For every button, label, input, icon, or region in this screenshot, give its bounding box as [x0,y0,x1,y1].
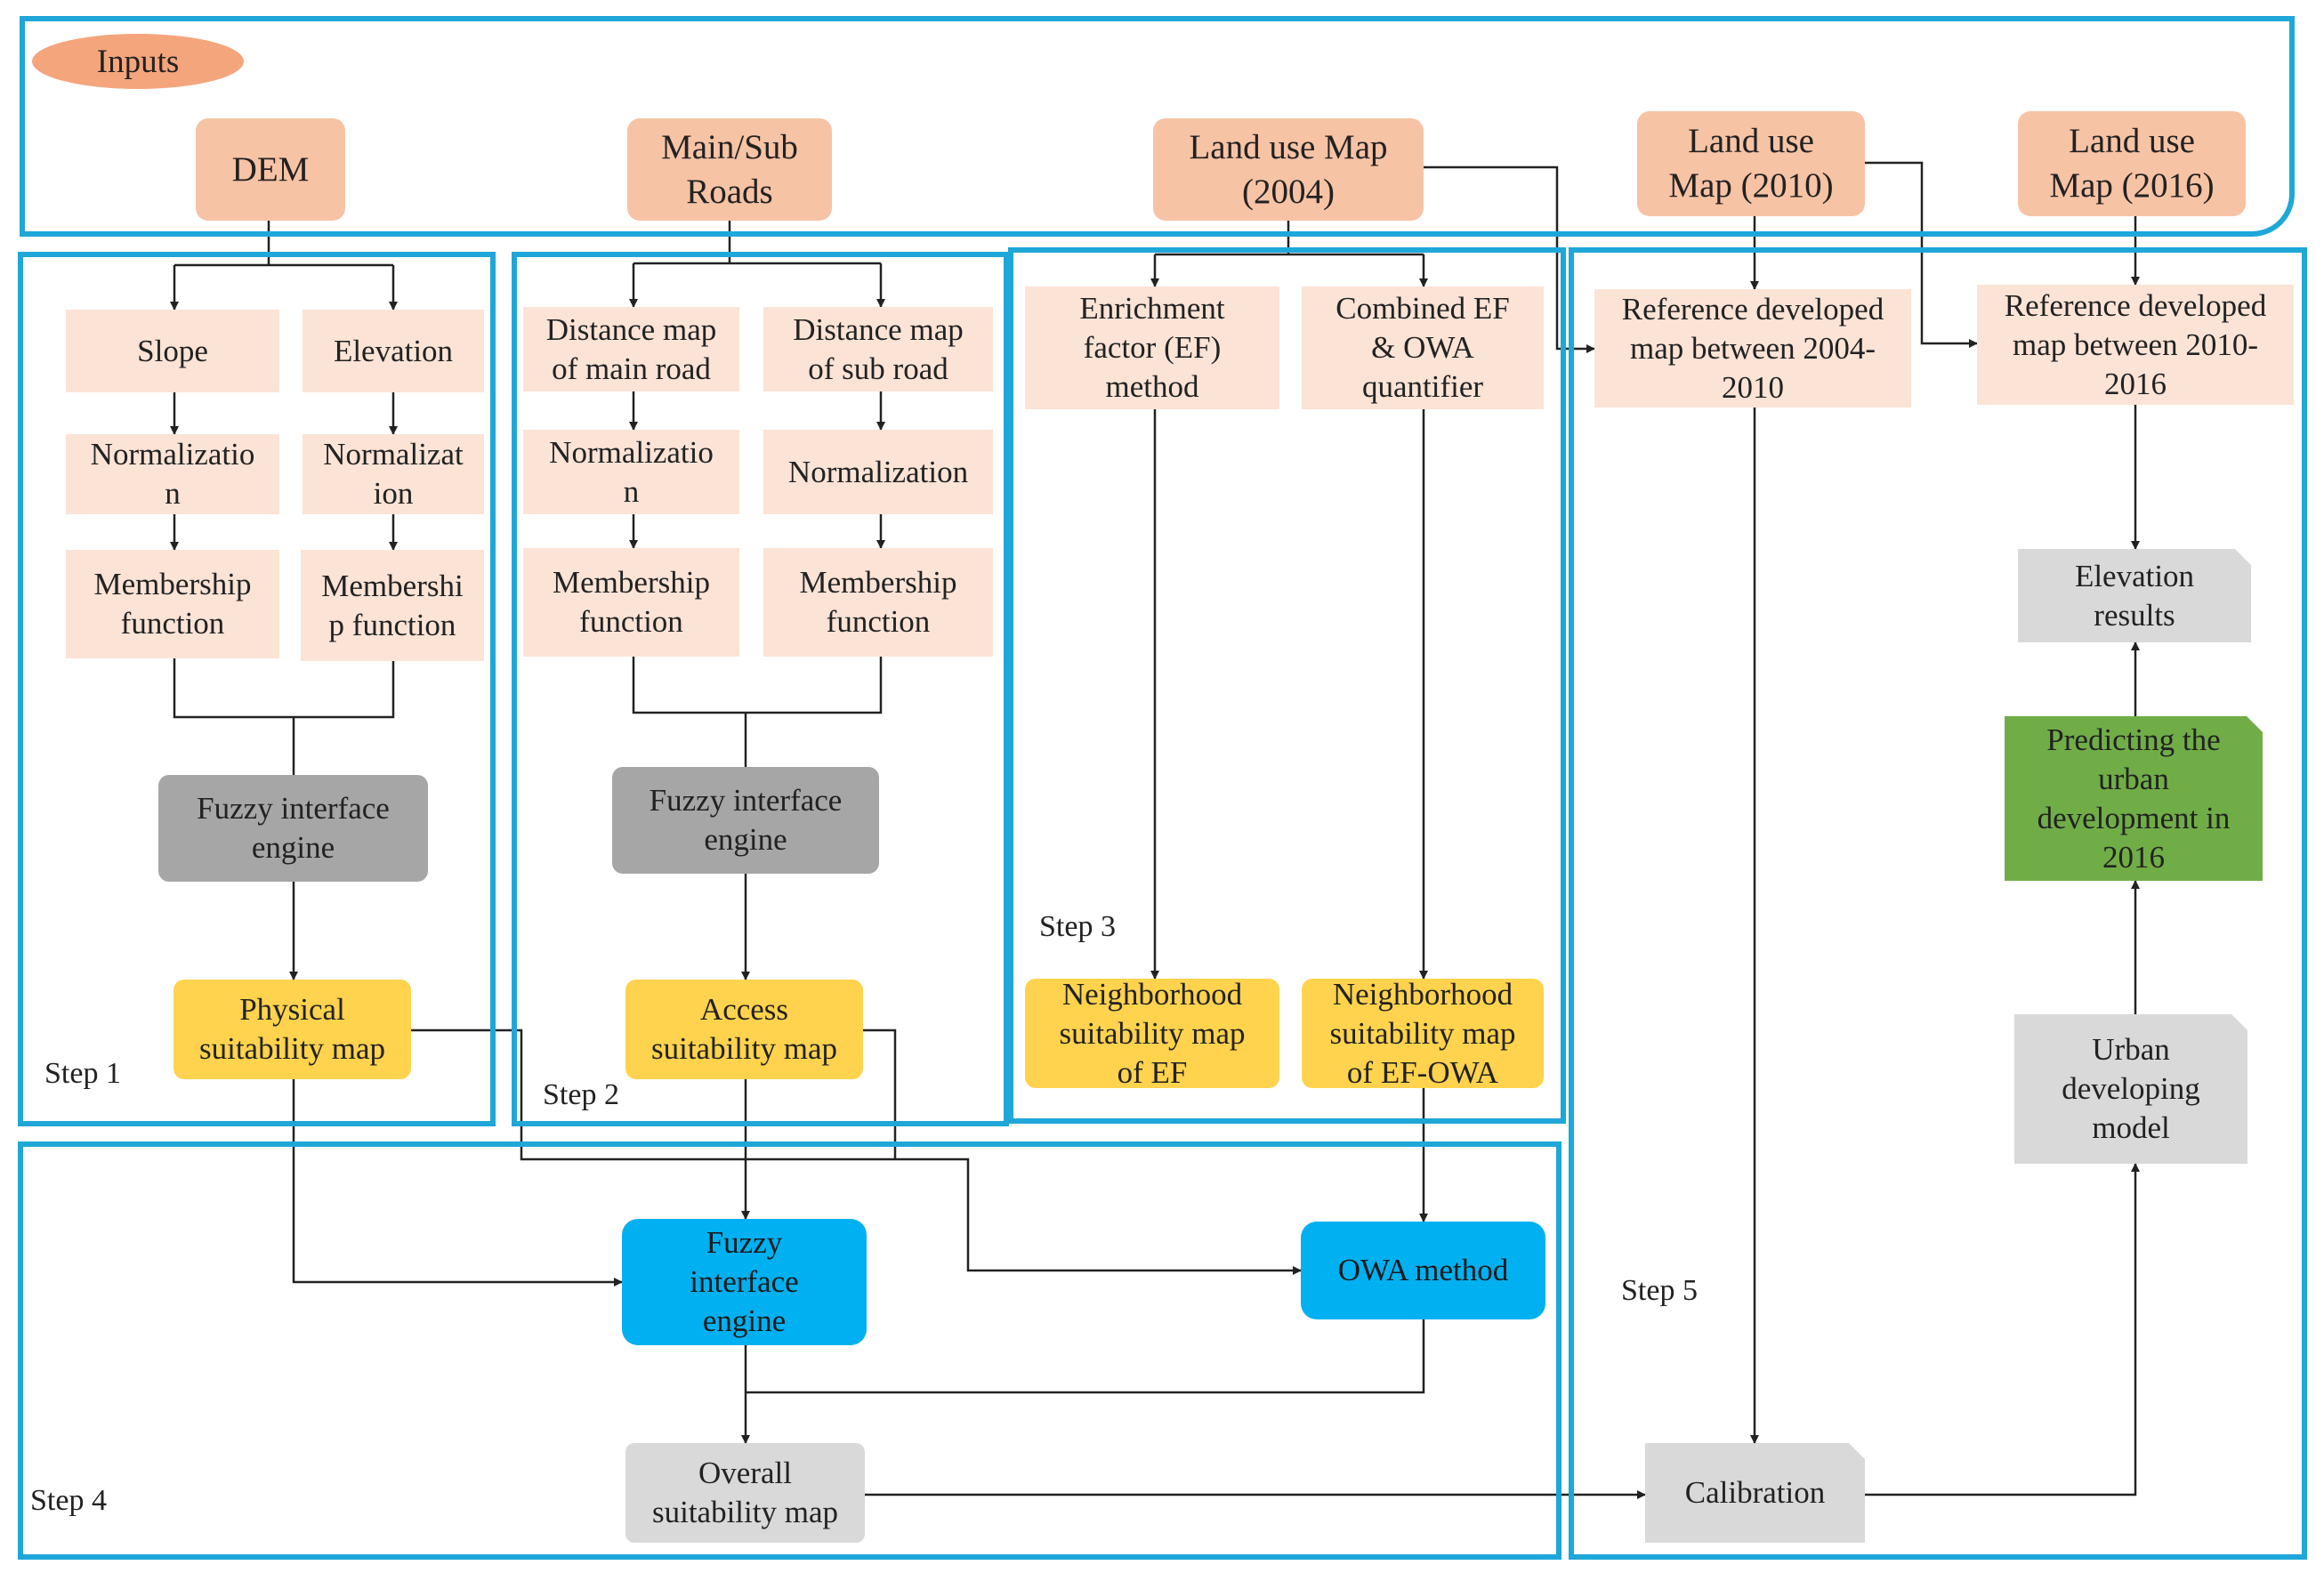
line-access-owa [863,1028,897,1159]
step1-label: Step 1 [44,1057,121,1090]
dem-input: DEM [196,118,345,221]
landuse-2010-input: Land use Map (2010) [1637,111,1865,216]
fuzzy-engine-step1: Fuzzy interface engine [158,775,428,882]
step3-label: Step 3 [1039,910,1116,943]
physical-suitability-map: Physical suitability map [173,980,411,1079]
calibration-box: Calibration [1645,1443,1865,1543]
step5-label: Step 5 [1621,1274,1698,1307]
normalization-main-box: Normalizatio n [523,430,739,514]
normalization-slope-box: Normalizatio n [66,434,279,514]
normalization-sub-box: Normalization [763,430,993,514]
fuzzy-engine-step4: Fuzzy interface engine [622,1219,867,1345]
step4-frame [18,1141,1561,1560]
neighborhood-ef-map: Neighborhood suitability map of EF [1025,977,1279,1090]
owa-method-box: OWA method [1301,1222,1545,1319]
arrow-calibration-model [1865,1163,2140,1496]
arrow-lu2010-ref2016 [1865,161,1978,348]
enrichment-factor-box: Enrichment factor (EF) method [1025,286,1279,409]
reference-map-2004-2010: Reference developed map between 2004- 20… [1594,289,1911,407]
reference-map-2010-2016: Reference developed map between 2010- 20… [1977,285,2294,405]
roads-input: Main/Sub Roads [627,118,832,221]
combined-ef-owa-box: Combined EF & OWA quantifier [1302,286,1544,409]
inputs-frame [20,16,2295,237]
membership-sub-box: Membership function [763,548,993,657]
arrow-physical-fuzzy [292,1079,623,1287]
inputs-label: Inputs [32,34,244,89]
neighborhood-ef-owa-map: Neighborhood suitability map of EF-OWA [1302,977,1544,1090]
distance-main-road-box: Distance map of main road [523,307,739,391]
membership-elevation-box: Membershi p function [301,550,484,661]
step2-label: Step 2 [543,1078,619,1111]
step2-frame [512,252,1009,1126]
step5-frame [1569,247,2307,1560]
membership-main-box: Membership function [523,548,739,657]
step4-label: Step 4 [30,1484,107,1517]
arrow-physical-owa [411,1028,1302,1275]
landuse-2016-input: Land use Map (2016) [2018,111,2246,216]
landuse-2004-input: Land use Map (2004) [1153,118,1424,221]
overall-suitability-map: Overall suitability map [625,1443,865,1543]
predicting-urban-development-box: Predicting the urban development in 2016 [2005,716,2263,881]
access-suitability-map: Access suitability map [625,980,863,1079]
line-memb-join-s2 [632,657,883,767]
fuzzy-engine-step2: Fuzzy interface engine [612,767,879,874]
arrow-dem-split [174,221,393,267]
urban-developing-model-box: Urban developing model [2014,1014,2247,1164]
step3-frame [1008,247,1566,1124]
normalization-elevation-box: Normalizat ion [303,434,484,514]
line-owa-join [746,1319,1425,1394]
elevation-results-box: Elevation results [2018,549,2251,642]
slope-box: Slope [66,310,279,392]
membership-slope-box: Membership function [66,550,279,658]
step1-frame [18,252,496,1126]
line-memb-join-s1 [173,658,395,775]
distance-sub-road-box: Distance map of sub road [763,307,993,391]
elevation-box: Elevation [303,310,484,392]
arrow-lu2004-ref2010 [1424,165,1595,353]
